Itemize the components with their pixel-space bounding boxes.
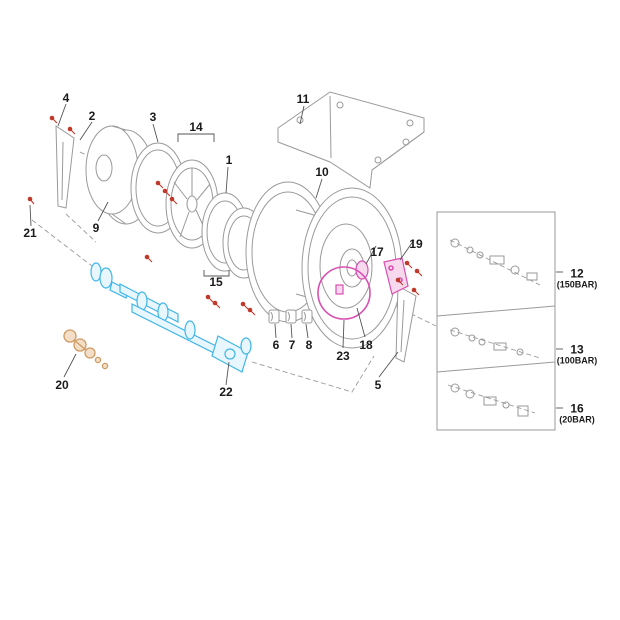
callout-18: 18 [359,338,373,352]
tension-lever-right [395,285,417,363]
kit-number: 16 [570,401,584,416]
callout-6: 6 [272,338,280,352]
kit-100bar [449,327,541,359]
mounting-bracket [277,91,425,189]
swivel-parts [317,257,409,320]
callout-20: 20 [55,378,69,392]
crank-handle [63,329,109,370]
callout-16: 16 (20BAR) [559,402,595,425]
callout-11: 11 [296,92,310,106]
screw-set [27,115,423,316]
callout-4: 4 [62,91,70,105]
callout-7: 7 [288,338,296,352]
callout-22: 22 [219,385,233,399]
callout-23: 23 [336,349,350,363]
callout-15: 15 [209,275,223,289]
callout-2: 2 [88,109,96,123]
tension-lever-left [55,125,75,209]
callout-9: 9 [92,221,100,235]
callout-14: 14 [189,120,203,134]
callout-17: 17 [370,245,384,259]
kit-pressure: (100BAR) [556,355,598,366]
kit-pressure: (150BAR) [556,279,598,290]
callout-19: 19 [409,237,423,251]
bushings [268,309,313,324]
leader-lines [29,103,563,409]
kit-number: 13 [570,342,584,357]
callout-8: 8 [305,338,313,352]
callout-5: 5 [374,378,382,392]
seal-kit-panel [436,211,556,431]
kit-number: 12 [570,266,584,281]
kit-150bar [449,238,541,286]
callout-13: 13 (100BAR) [557,343,598,366]
callout-12: 12 (150BAR) [557,267,598,290]
callout-3: 3 [149,110,157,124]
callout-1: 1 [225,153,233,167]
kit-pressure: (20BAR) [559,414,595,425]
callout-10: 10 [315,165,329,179]
drive-shaft-assembly [90,262,252,373]
kit-20bar [447,383,536,417]
callout-21: 21 [23,226,37,240]
